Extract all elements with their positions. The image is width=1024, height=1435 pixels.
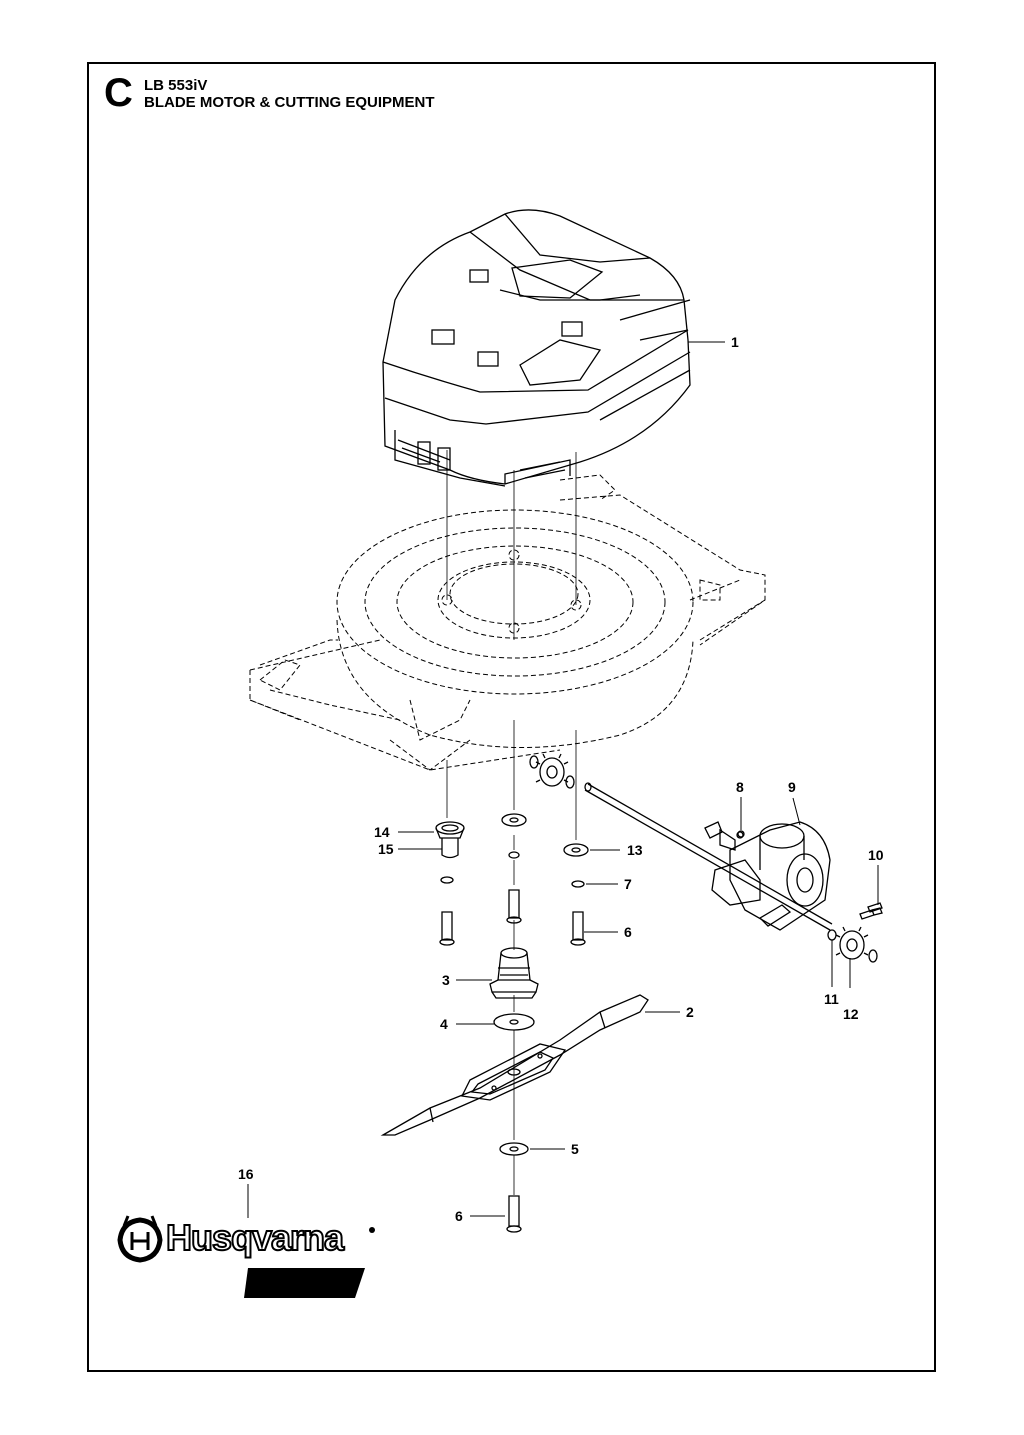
- page-title: BLADE MOTOR & CUTTING EQUIPMENT: [144, 94, 435, 111]
- callout-15: 15: [378, 841, 394, 857]
- callout-2: 2: [686, 1004, 694, 1020]
- callout-11: 11: [824, 991, 839, 1007]
- diagram-frame: [87, 62, 936, 1372]
- callout-5: 5: [571, 1141, 579, 1157]
- callout-8: 8: [736, 779, 744, 795]
- bolt-lower: [506, 1195, 522, 1233]
- callout-6-upper: 6: [624, 924, 632, 940]
- blade-hub-part: [489, 947, 539, 999]
- callout-1: 1: [731, 334, 739, 350]
- callout-9: 9: [788, 779, 796, 795]
- blade-part: [380, 994, 649, 1136]
- model-name: LB 553iV: [144, 77, 208, 94]
- callout-12: 12: [843, 1006, 859, 1022]
- shaft-gears: [529, 753, 878, 963]
- nut-part: [737, 830, 745, 838]
- mower-deck-phantom: [249, 474, 766, 771]
- logo-wordmark: Husqvarna: [165, 1217, 345, 1259]
- callout-16: 16: [238, 1166, 254, 1182]
- callout-7: 7: [624, 876, 632, 892]
- callout-6-lower: 6: [455, 1208, 463, 1224]
- screws-part: [859, 902, 883, 920]
- gear-motor-part: [704, 821, 831, 931]
- husqvarna-logo: [117, 1215, 163, 1263]
- bolts-upper: [439, 889, 586, 946]
- leader-lines: [247, 341, 879, 1218]
- washers: [440, 813, 589, 888]
- callout-10: 10: [868, 847, 884, 863]
- washer-4-part: [493, 1013, 535, 1031]
- logo-bar: [244, 1268, 365, 1298]
- section-letter: C: [104, 71, 133, 115]
- callout-13: 13: [627, 842, 643, 858]
- callout-3: 3: [442, 972, 450, 988]
- bushing-part: [435, 821, 465, 859]
- motor-cover-part: [382, 209, 691, 487]
- callout-14: 14: [374, 824, 390, 840]
- callout-4: 4: [440, 1016, 448, 1032]
- washer-5-part: [499, 1142, 529, 1156]
- drive-shaft-part: [584, 782, 833, 931]
